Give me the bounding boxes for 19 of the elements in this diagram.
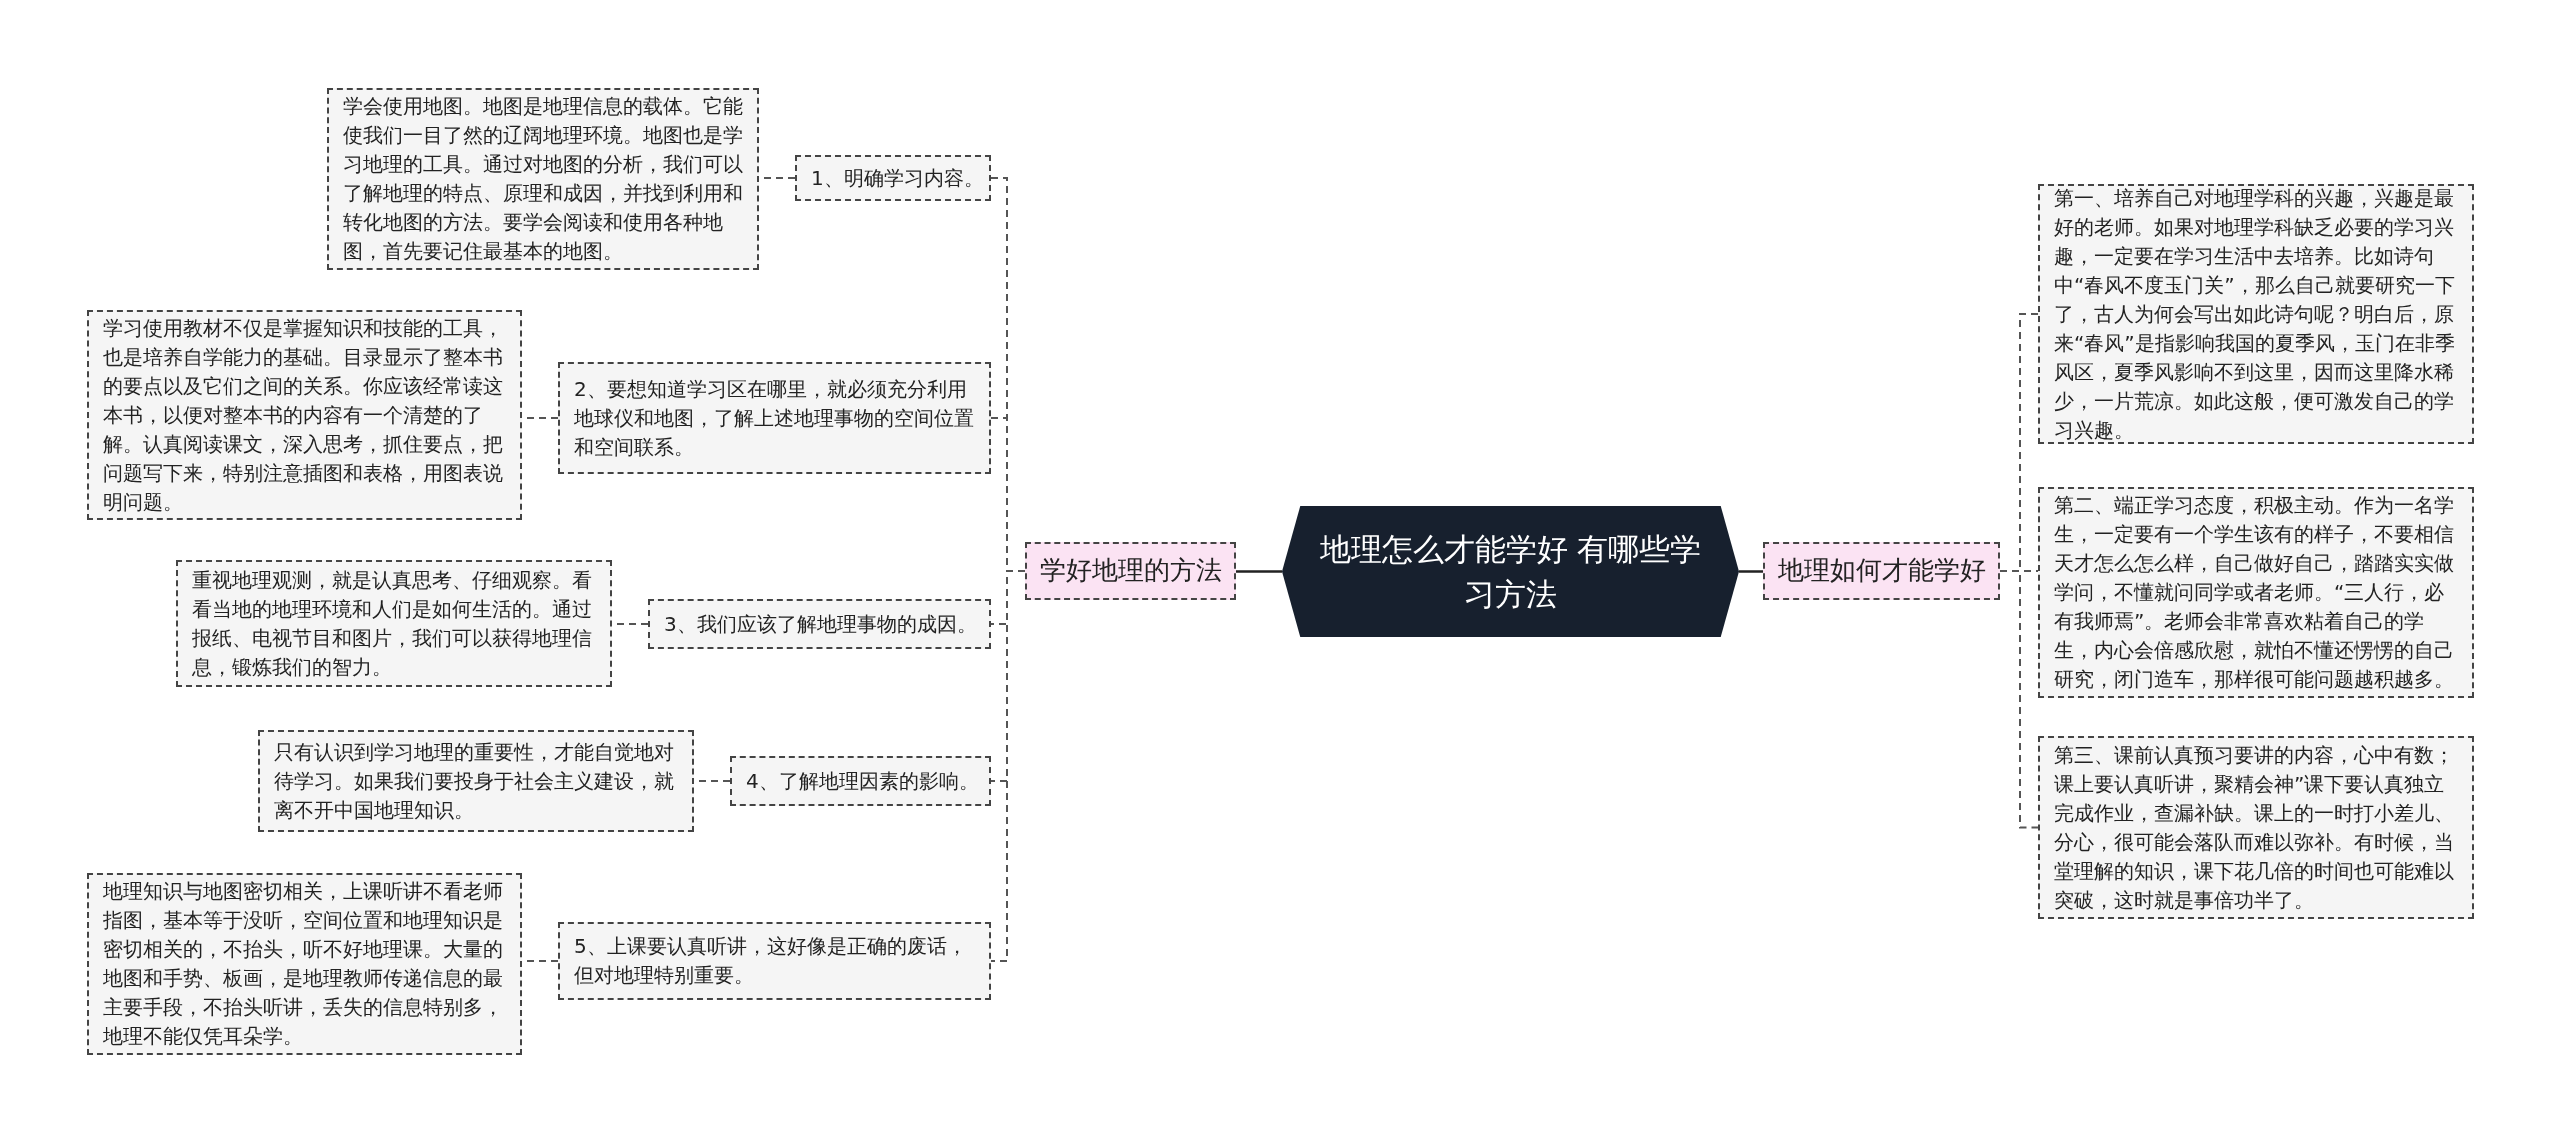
- text-box: 只有认识到学习地理的重要性，才能自觉地对待学习。如果我们要投身于社会主义建设，就离不开中国地理知识。: [258, 730, 694, 832]
- text-box: 第三、课前认真预习要讲的内容，心中有数；课上要认真听讲，聚精会神”课下要认真独立完成作业，查漏补缺。课上的一时打小差儿、分心，很可能会落队而难以弥补。有时候，当堂理解的知识，课下花几倍的时间也可能难以突破，这时就是事倍功半了。: [2038, 736, 2474, 919]
- topic-box: 5、上课要认真听讲，这好像是正确的废话，但对地理特别重要。: [558, 922, 991, 1000]
- text-box: 重视地理观测，就是认真思考、仔细观察。看看当地的地理环境和人们是如何生活的。通过报纸、电视节目和图片，我们可以获得地理信息，锻炼我们的智力。: [176, 560, 612, 687]
- topic-box: 学好地理的方法: [1025, 542, 1236, 600]
- central-topic: 地理怎么才能学好 有哪些学习方法: [1282, 506, 1739, 637]
- connector-line: [1236, 570, 1282, 573]
- topic-box: 地理如何才能学好: [1763, 542, 2000, 600]
- topic-box: 2、要想知道学习区在哪里，就必须充分利用地球仪和地图，了解上述地理事物的空间位置和空间联系。: [558, 362, 991, 474]
- connector-line: [1739, 570, 1763, 573]
- connector-line: [1999, 570, 2039, 829]
- topic-box: 3、我们应该了解地理事物的成因。: [648, 599, 991, 649]
- text-box: 地理知识与地图密切相关，上课听讲不看老师指图，基本等于没听，空间位置和地理知识是密切相关的，不抬头，听不好地理课。大量的地图和手势、板画，是地理教师传递信息的最主要手段，不抬头听讲，丢失的信息特别多，地理不能仅凭耳朵学。: [87, 873, 522, 1055]
- text-box: 学会使用地图。地图是地理信息的载体。它能使我们一目了然的辽阔地理环境。地图也是学习地理的工具。通过对地图的分析，我们可以了解地理的特点、原理和成因，并找到利用和转化地图的方法。要学会阅读和使用各种地图，首先要记住最基本的地图。: [327, 88, 759, 270]
- topic-box: 1、明确学习内容。: [795, 155, 991, 201]
- text-box: 第二、端正学习态度，积极主动。作为一名学生，一定要有一个学生该有的样子，不要相信天才怎么怎么样，自己做好自己，踏踏实实做学问，不懂就问同学或者老师。“三人行，必有我师焉”。老师会非常喜欢粘着自己的学生，内心会倍感欣慰，就怕不懂还愣愣的自己研究，闭门造车，那样很可能问题越积越多。: [2038, 487, 2474, 698]
- text-box: 学习使用教材不仅是掌握知识和技能的工具，也是培养自学能力的基础。目录显示了整本书的要点以及它们之间的关系。你应该经常读这本书，以便对整本书的内容有一个清楚的了解。认真阅读课文，深入思考，抓住要点，把问题写下来，特别注意插图和表格，用图表说明问题。: [87, 310, 522, 520]
- topic-box: 4、了解地理因素的影响。: [730, 756, 991, 806]
- text-box: 第一、培养自己对地理学科的兴趣，兴趣是最好的老师。如果对地理学科缺乏必要的学习兴趣，一定要在学习生活中去培养。比如诗句中“春风不度玉门关”，那么自己就要研究一下了，古人为何会写出如此诗句呢？明白后，原来“春风”是指影响我国的夏季风，玉门在非季风区，夏季风影响不到这里，因而这里降水稀少，一片荒凉。如此这般，便可激发自己的学习兴趣。: [2038, 184, 2474, 444]
